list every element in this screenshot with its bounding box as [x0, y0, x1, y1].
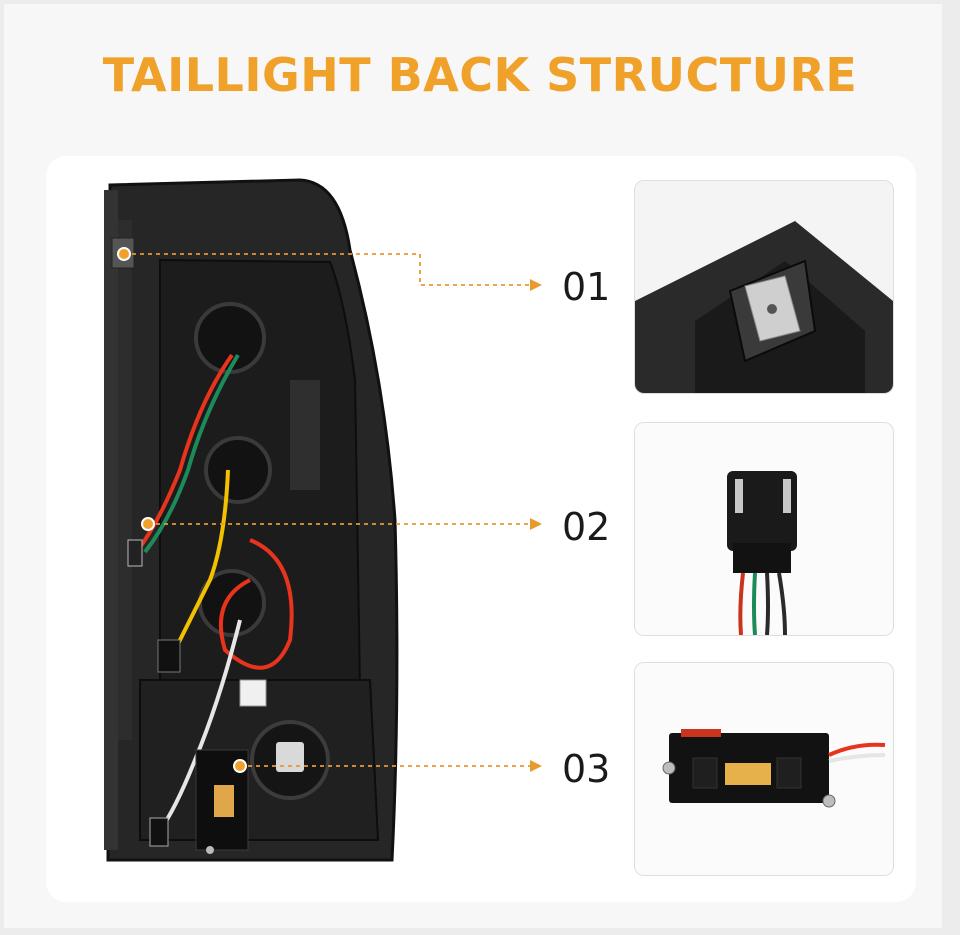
socket-terminal	[276, 742, 304, 772]
resistor-label	[725, 763, 771, 785]
bulb-socket-middle	[204, 436, 272, 504]
callout-label-02: 02	[562, 505, 611, 549]
housing-rib	[290, 380, 320, 490]
resistor-module-closeup-image	[635, 663, 893, 875]
wire-black	[777, 572, 787, 635]
wire-white	[828, 753, 886, 763]
screw-icon	[662, 761, 676, 775]
arrow-icon	[530, 279, 542, 291]
connector-pin	[735, 479, 743, 513]
wire-black	[765, 572, 770, 635]
leader-lines	[124, 253, 530, 767]
thumbnail-resistor-module	[634, 662, 894, 876]
leader-line-01	[124, 253, 530, 286]
page-title: TAILLIGHT BACK STRUCTURE	[102, 48, 858, 102]
wire-green	[143, 353, 240, 554]
resistor-label	[214, 785, 234, 817]
wire-red	[828, 742, 886, 757]
thumbnail-wiring-connector	[634, 422, 894, 636]
arrow-icon	[530, 760, 542, 772]
marker-dot-03	[233, 759, 247, 773]
connector-boot	[733, 543, 791, 573]
screw-icon	[206, 846, 214, 854]
clip-hole	[767, 304, 777, 314]
wiring-connector-closeup-image	[635, 423, 893, 635]
connector-plug	[127, 539, 143, 567]
resistor-slot	[776, 757, 802, 789]
wire-red-loop	[218, 538, 294, 670]
connector-housing	[727, 471, 797, 551]
wire-green	[752, 572, 757, 635]
callout-label-03: 03	[562, 747, 611, 791]
wire-red	[738, 572, 745, 635]
housing-edge	[104, 190, 118, 850]
wire-yellow	[173, 469, 230, 651]
resistor-strip	[681, 729, 721, 737]
marker-dot-02	[141, 517, 155, 531]
marker-dot-01	[117, 247, 131, 261]
bulb-socket-upper	[194, 302, 266, 374]
connector-plug	[157, 639, 181, 673]
callout-label-01: 01	[562, 265, 611, 309]
resistor-slot	[692, 757, 718, 789]
connector-plug	[239, 679, 267, 707]
housing-rib	[118, 220, 132, 740]
screw-icon	[822, 794, 836, 808]
connector-pin	[783, 479, 791, 513]
thumbnail-mounting-clip	[634, 180, 894, 394]
arrow-icon	[530, 518, 542, 530]
mounting-clip-closeup-image	[635, 181, 893, 393]
connector-plug	[149, 817, 169, 847]
